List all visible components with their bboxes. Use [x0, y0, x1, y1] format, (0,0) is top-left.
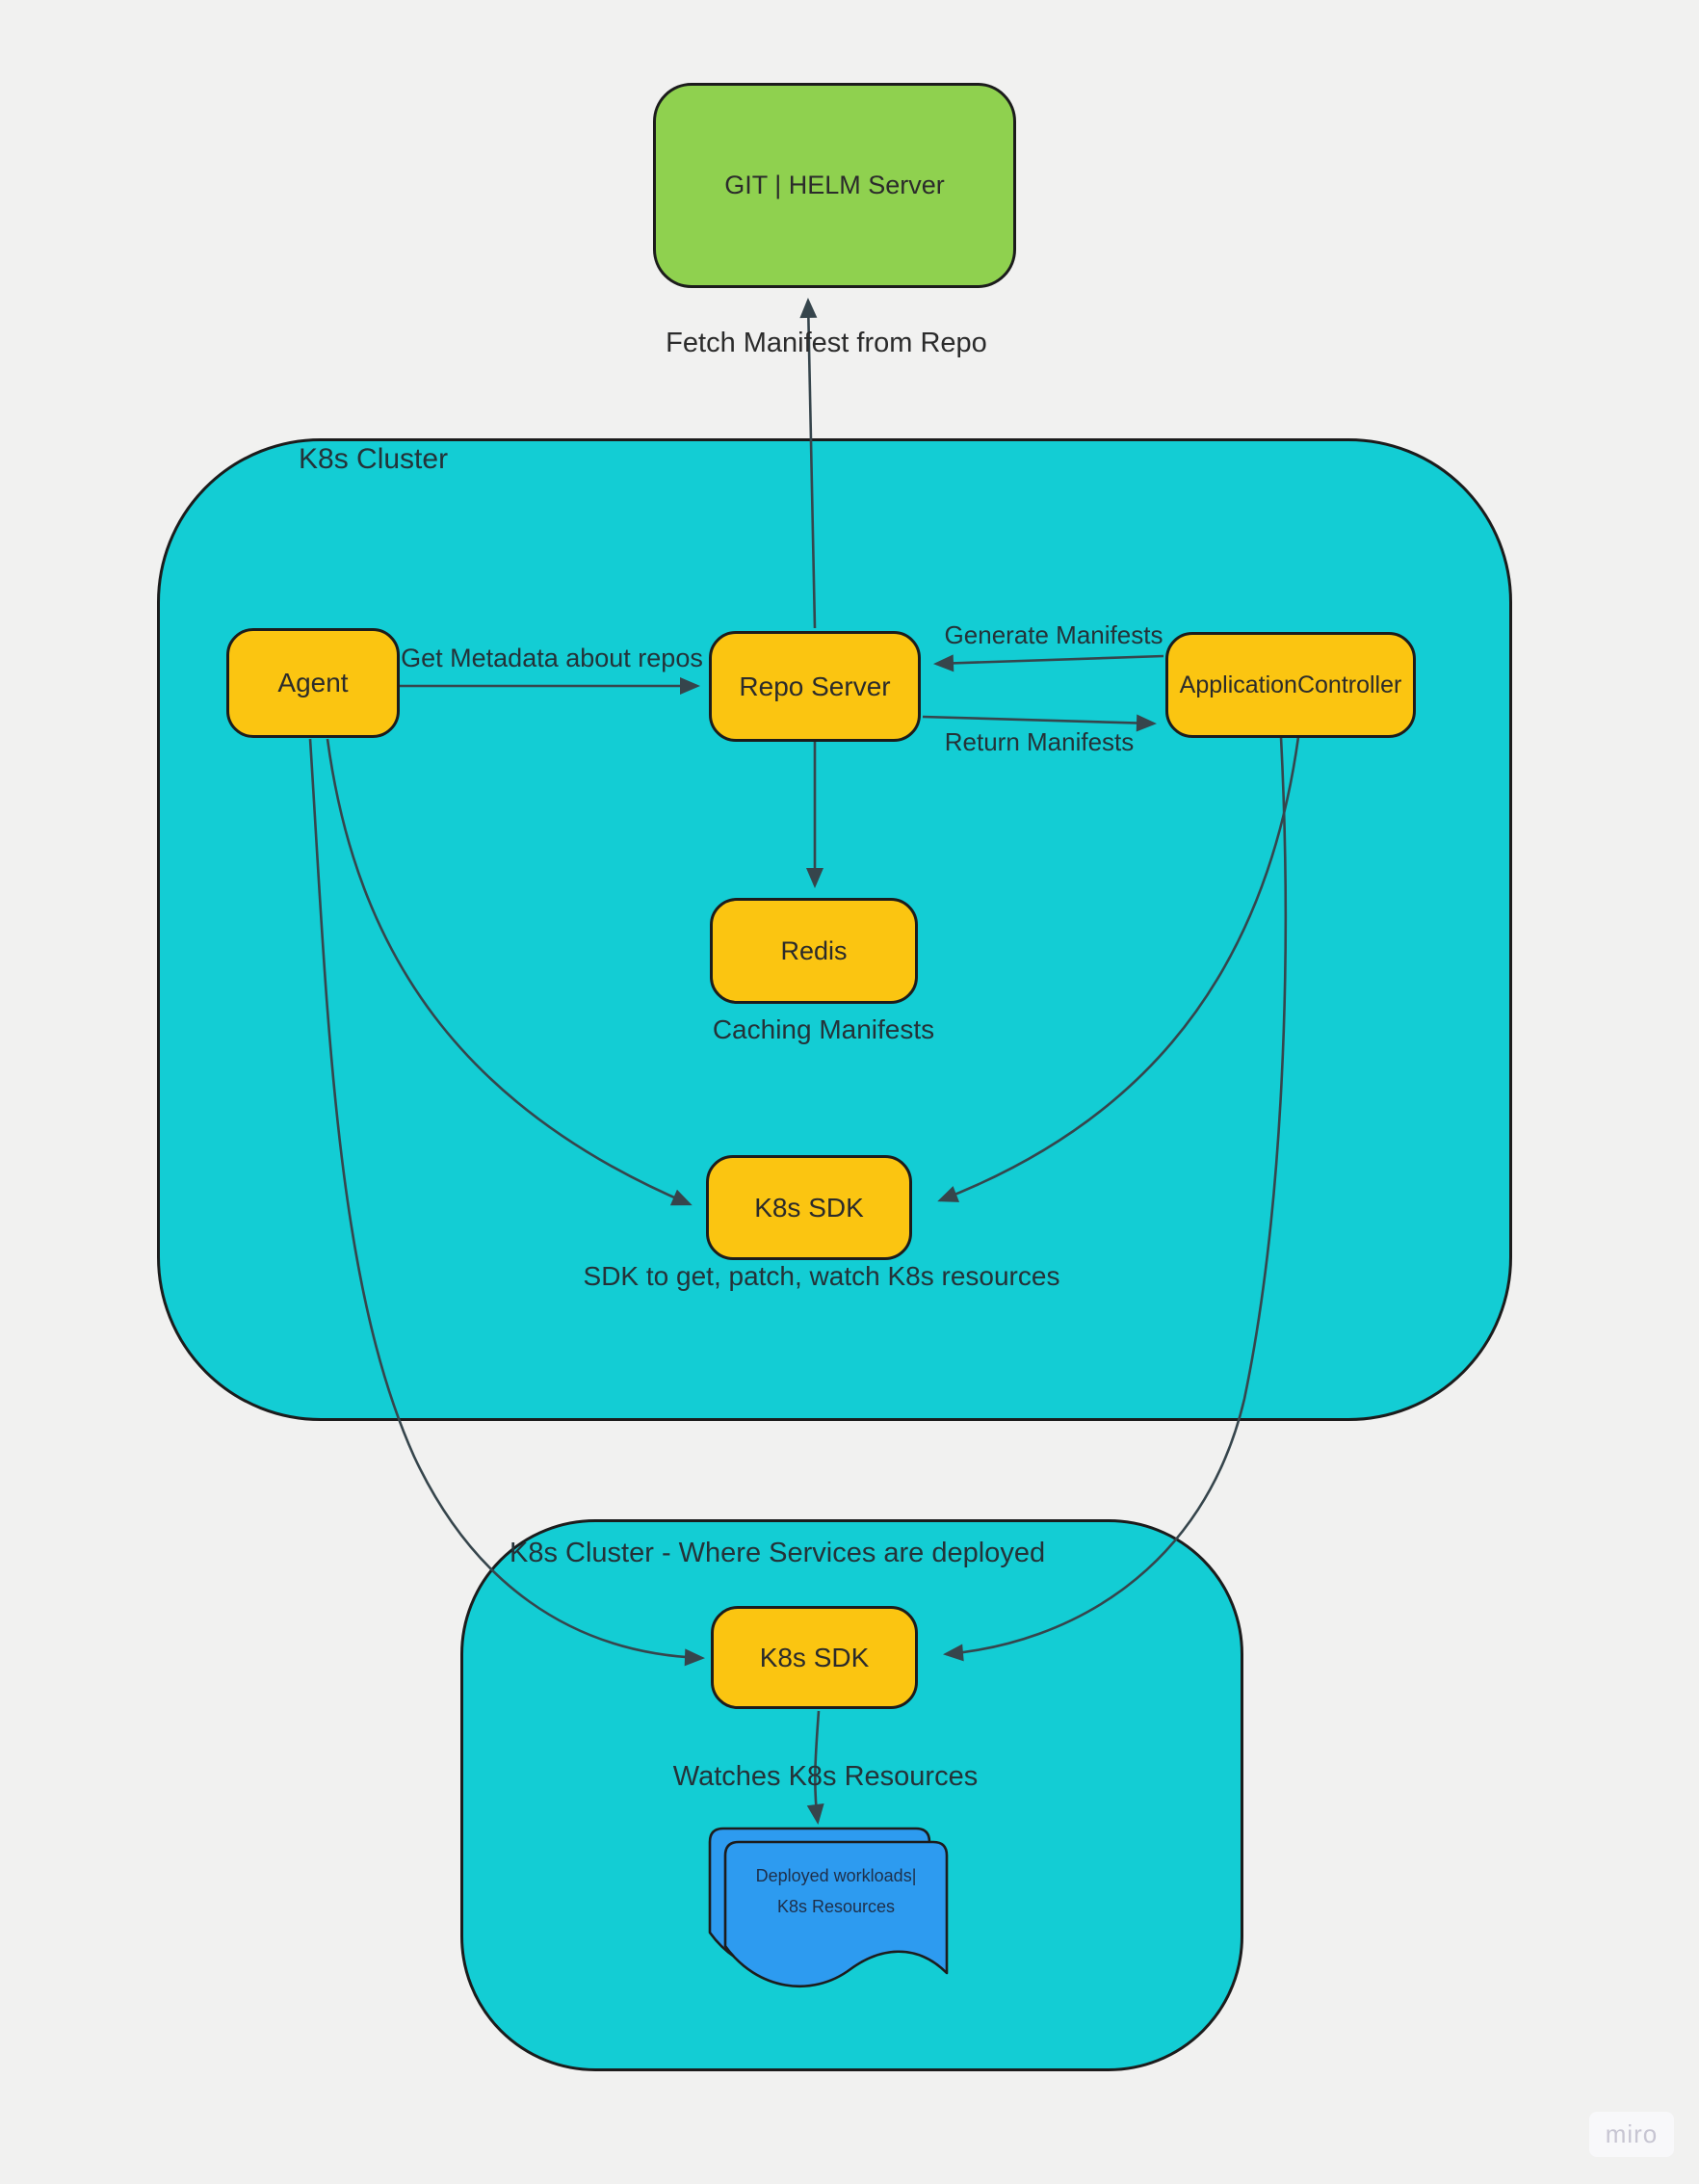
workloads-document-label-line2: K8s Resources: [776, 1896, 896, 1916]
k8s-sdk-deploy-node[interactable]: K8s SDK: [711, 1606, 918, 1709]
workloads-document-label[interactable]: Deployed workloads| K8s Resources: [725, 1861, 947, 1922]
generate-manifests-label[interactable]: Generate Manifests: [944, 620, 1163, 649]
get-metadata-label[interactable]: Get Metadata about repos: [401, 644, 703, 672]
sdk-description-label[interactable]: SDK to get, patch, watch K8s resources: [583, 1261, 1060, 1291]
workloads-document-label-line1: Deployed workloads|: [755, 1866, 917, 1885]
return-manifests-label[interactable]: Return Manifests: [944, 727, 1135, 756]
git-helm-server-node[interactable]: GIT | HELM Server: [653, 83, 1016, 288]
deploy-cluster-title[interactable]: K8s Cluster - Where Services are deploye…: [510, 1538, 1046, 1568]
redis-label: Redis: [780, 935, 848, 965]
k8s-sdk-node[interactable]: K8s SDK: [706, 1155, 912, 1260]
redis-node[interactable]: Redis: [710, 898, 918, 1004]
deploy-cluster-container[interactable]: [460, 1519, 1243, 2071]
miro-watermark: miro: [1589, 2112, 1674, 2157]
watches-resources-label[interactable]: Watches K8s Resources: [672, 1761, 979, 1792]
miro-watermark-text: miro: [1605, 2119, 1659, 2148]
k8s-cluster-title[interactable]: K8s Cluster: [299, 443, 449, 475]
agent-label: Agent: [277, 668, 349, 697]
caching-manifests-label[interactable]: Caching Manifests: [712, 1014, 935, 1044]
agent-node[interactable]: Agent: [226, 628, 400, 738]
git-helm-server-label: GIT | HELM Server: [724, 171, 945, 199]
application-controller-node[interactable]: ApplicationController: [1165, 632, 1416, 738]
repo-server-node[interactable]: Repo Server: [709, 631, 921, 742]
k8s-sdk-deploy-label: K8s SDK: [759, 1642, 870, 1672]
fetch-manifest-label[interactable]: Fetch Manifest from Repo: [666, 328, 987, 358]
k8s-sdk-label: K8s SDK: [754, 1192, 864, 1223]
repo-server-label: Repo Server: [739, 671, 891, 701]
application-controller-label: ApplicationController: [1179, 671, 1402, 698]
